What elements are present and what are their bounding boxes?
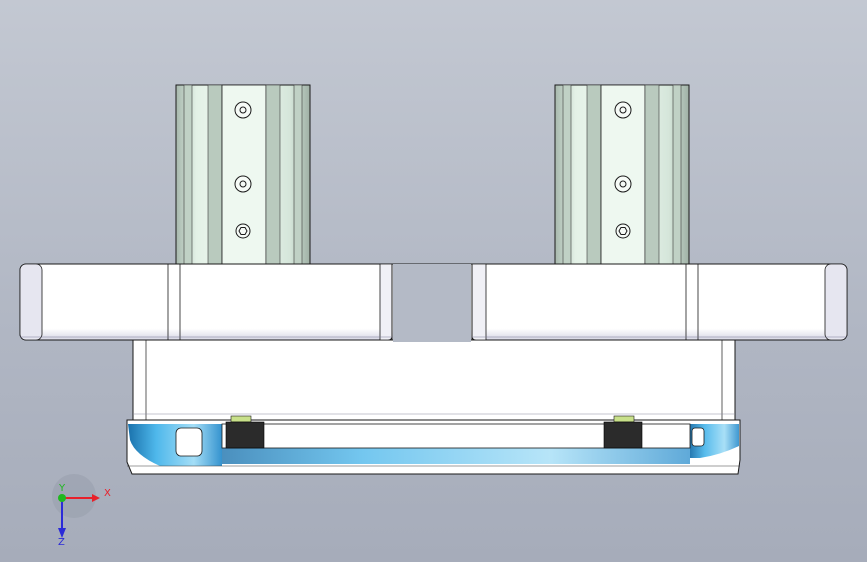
bolt-hole xyxy=(234,101,252,119)
base-block xyxy=(126,419,741,475)
hex-screw xyxy=(615,223,631,239)
nut xyxy=(225,415,265,449)
z-axis-label: Z xyxy=(58,537,65,548)
x-axis-label: X xyxy=(104,488,111,499)
lower-body xyxy=(132,339,736,421)
y-axis-label: Y xyxy=(58,483,66,494)
y-axis-dot xyxy=(58,494,66,502)
bolt-hole xyxy=(614,175,632,193)
right-cylinder xyxy=(554,84,690,266)
left-cylinder xyxy=(175,84,311,266)
bolt-hole xyxy=(234,175,252,193)
bolt-hole xyxy=(614,101,632,119)
top-plate xyxy=(19,263,848,342)
coordinate-triad: X Y Z xyxy=(52,474,111,548)
nut xyxy=(603,415,643,449)
hex-screw xyxy=(235,223,251,239)
